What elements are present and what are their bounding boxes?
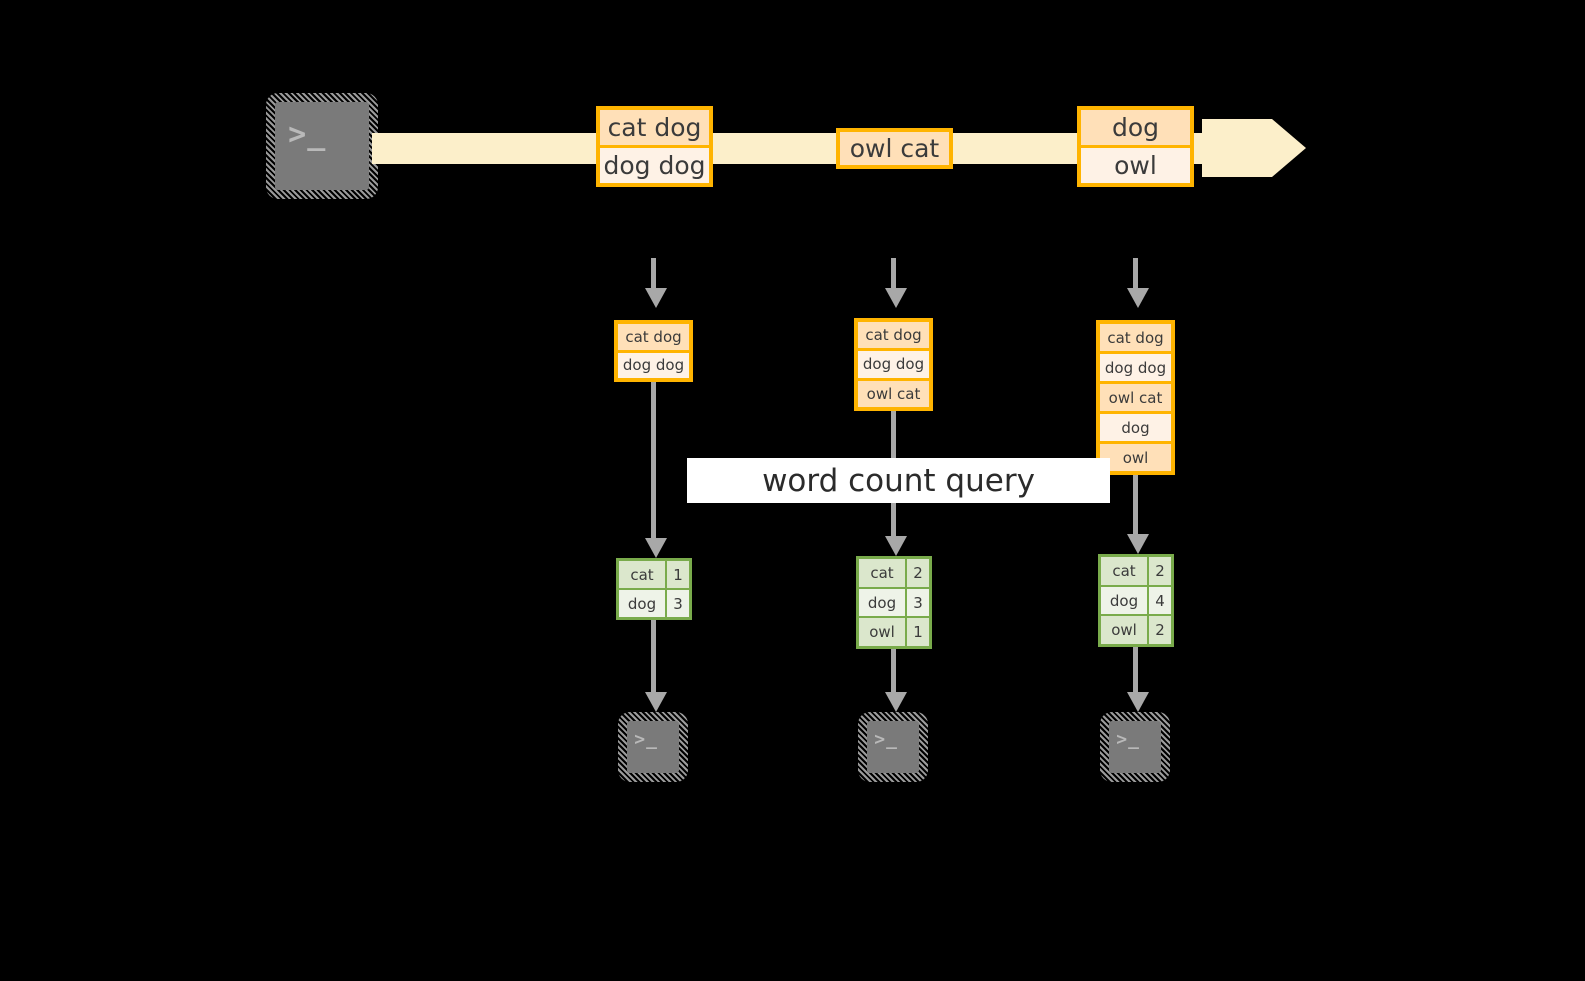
snapshot-trigger-arrow-1 [651,258,656,290]
result-sink-arrow-1 [651,620,656,692]
snapshot-input-line: owl [1100,444,1171,471]
snapshot-trigger-arrowhead-3 [1127,288,1149,308]
table-cell-word: dog [859,588,905,617]
table-cell-count: 1 [907,618,929,647]
table-cell-word: dog [619,590,665,617]
stream-arrow-head [1272,119,1306,177]
table-cell-count: 1 [667,561,689,588]
table-cell-word: dog [1101,586,1147,615]
snapshot-input-line: dog dog [1100,354,1171,381]
table-cell-word: owl [1101,616,1147,645]
snapshot-trigger-arrowhead-2 [885,288,907,308]
sink-terminal-icon-1: >_ [618,712,688,782]
table-row: cat 2 [859,559,929,587]
stream-record-line: owl [1081,148,1190,183]
stream-record-3: dog owl [1077,106,1194,187]
stream-arrow-shoulder [1202,119,1272,177]
table-cell-word: cat [619,561,665,588]
query-flow-arrowhead-3 [1127,534,1149,554]
result-sink-arrowhead-1 [645,692,667,712]
result-sink-arrow-2 [891,649,896,692]
source-terminal-icon: >_ [266,93,378,199]
table-row: dog 3 [619,590,689,617]
result-sink-arrowhead-3 [1127,692,1149,712]
snapshot-input-line: dog dog [858,351,929,378]
table-row: dog 4 [1101,586,1171,615]
table-cell-count: 2 [907,559,929,587]
table-row: dog 3 [859,588,929,617]
terminal-prompt-glyph: >_ [634,729,658,751]
table-row: cat 2 [1101,557,1171,585]
table-cell-word: owl [859,618,905,647]
table-cell-word: cat [859,559,905,587]
snapshot-trigger-arrow-2 [891,258,896,290]
table-cell-count: 3 [907,588,929,617]
result-sink-arrow-3 [1133,647,1138,692]
snapshot-input-1: cat dog dog dog [614,320,693,382]
snapshot-input-2: cat dog dog dog owl cat [854,318,933,411]
stream-record-line: owl cat [840,132,949,165]
snapshot-input-line: cat dog [858,322,929,349]
result-table-2: cat 2 dog 3 owl 1 [856,556,932,649]
terminal-prompt-glyph: >_ [874,729,898,751]
stream-record-line: dog dog [600,148,709,183]
table-row: owl 2 [1101,616,1171,645]
stream-record-2: owl cat [836,128,953,169]
query-label: word count query [687,458,1110,503]
table-cell-count: 3 [667,590,689,617]
query-flow-arrow-1 [651,382,656,538]
sink-terminal-icon-2: >_ [858,712,928,782]
terminal-prompt-glyph: >_ [288,116,327,152]
snapshot-trigger-arrow-3 [1133,258,1138,290]
table-row: cat 1 [619,561,689,588]
sink-terminal-icon-3: >_ [1100,712,1170,782]
result-table-3: cat 2 dog 4 owl 2 [1098,554,1174,647]
result-table-1: cat 1 dog 3 [616,558,692,620]
table-cell-count: 2 [1149,557,1171,585]
table-row: owl 1 [859,618,929,647]
snapshot-input-line: dog [1100,414,1171,441]
snapshot-input-line: dog dog [618,352,689,378]
table-cell-word: cat [1101,557,1147,585]
stream-record-1: cat dog dog dog [596,106,713,187]
snapshot-input-line: cat dog [618,324,689,350]
terminal-prompt-glyph: >_ [1116,729,1140,751]
snapshot-input-line: cat dog [1100,324,1171,351]
table-cell-count: 4 [1149,586,1171,615]
result-sink-arrowhead-2 [885,692,907,712]
query-flow-arrowhead-2 [885,536,907,556]
query-flow-arrowhead-1 [645,538,667,558]
snapshot-input-line: owl cat [1100,384,1171,411]
snapshot-input-3: cat dog dog dog owl cat dog owl [1096,320,1175,475]
snapshot-input-line: owl cat [858,380,929,407]
table-cell-count: 2 [1149,616,1171,645]
stream-record-line: dog [1081,110,1190,145]
query-flow-arrow-3 [1133,475,1138,534]
stream-record-line: cat dog [600,110,709,145]
snapshot-trigger-arrowhead-1 [645,288,667,308]
